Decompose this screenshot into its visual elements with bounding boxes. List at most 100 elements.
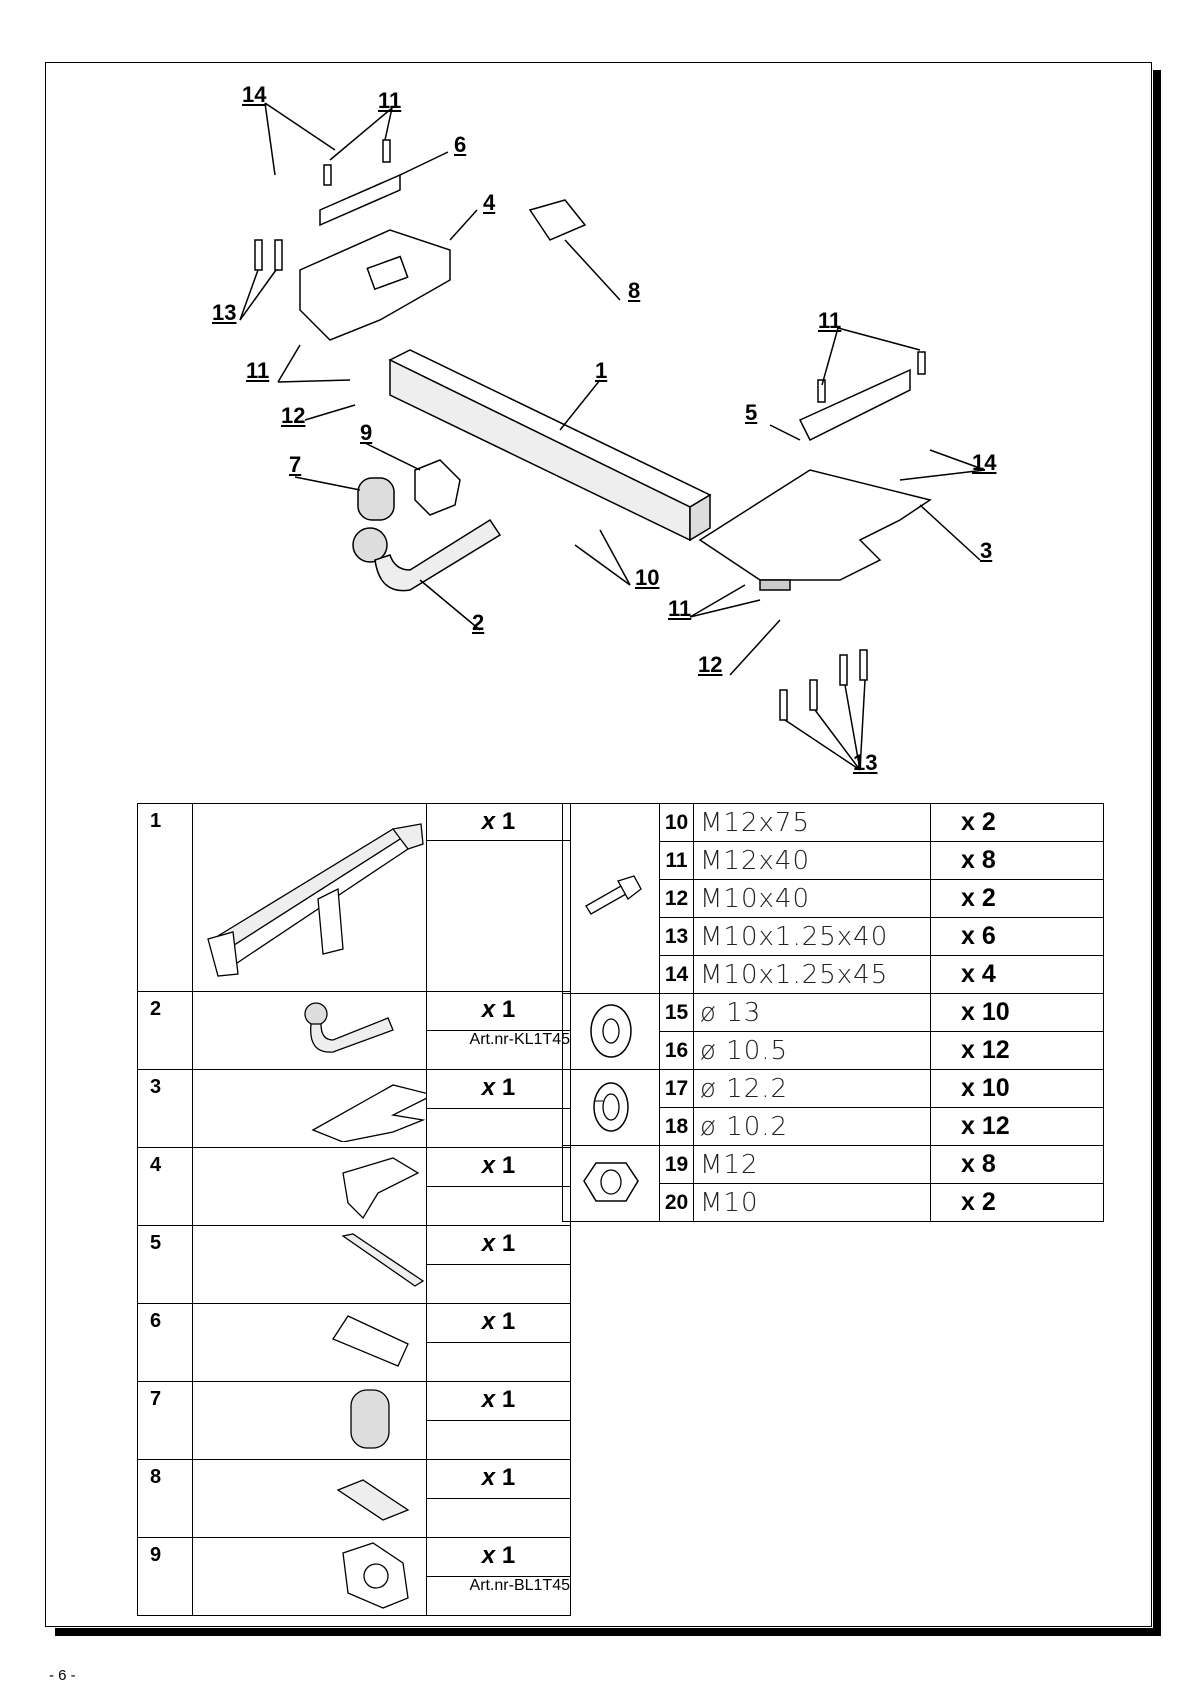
washer-icon-cell [562, 993, 660, 1070]
part-number: 8 [137, 1459, 193, 1538]
right-bracket-thumbnail [311, 1084, 435, 1143]
hardware-quantity: x 6 [930, 917, 1104, 956]
callout-2: 2 [472, 610, 485, 635]
parts-row: 6 x 1 [137, 1303, 571, 1382]
hardware-quantity: x 2 [930, 1183, 1104, 1222]
callout-12: 12 [698, 652, 723, 677]
socket-bracket-thumbnail [342, 1542, 409, 1609]
bolt-icon [585, 875, 642, 915]
part-image-cell [192, 1303, 427, 1382]
quantity-cell: x 1 [426, 1069, 571, 1109]
quantity-cell: x 1 [426, 802, 571, 842]
hardware-number: 19 [659, 1145, 694, 1184]
exploded-assembly-drawing [239, 102, 986, 771]
parts-row: 3 x 1 [137, 1069, 571, 1148]
hardware-quantity: x 8 [930, 841, 1104, 880]
callout-8: 8 [628, 278, 641, 303]
callout-12: 12 [281, 403, 306, 428]
quantity-cell: x 1 [426, 1303, 571, 1343]
left-plate-part [319, 173, 401, 227]
part-image-cell [192, 1459, 427, 1538]
hardware-number: 13 [659, 917, 694, 956]
spring-washer-icon [593, 1082, 629, 1132]
quantity-cell: x 1 [426, 1147, 571, 1187]
part-number: 2 [137, 991, 193, 1070]
tow-ball-part [352, 527, 388, 563]
washer-icon [590, 1004, 632, 1058]
callout-14: 14 [242, 82, 267, 107]
callout-3: 3 [980, 538, 993, 563]
nut-icon [583, 1162, 639, 1202]
bolt-icon-cell [562, 803, 660, 994]
hardware-size: M10x1.25x45 [693, 955, 931, 994]
hardware-size: M10x1.25x40 [693, 917, 931, 956]
hardware-quantity: x 4 [930, 955, 1104, 994]
crossbar-thumbnail [207, 823, 424, 977]
part-image-cell [192, 1069, 435, 1148]
part-number: 3 [137, 1069, 193, 1148]
hardware-size: ø 10.2 [693, 1107, 931, 1146]
callout-13: 13 [212, 300, 237, 325]
hardware-number: 11 [659, 841, 694, 880]
hardware-number: 15 [659, 993, 694, 1032]
hardware-size: M10x40 [693, 879, 931, 918]
hardware-number: 12 [659, 879, 694, 918]
frame-shadow-bottom [55, 1628, 1161, 1636]
callout-4: 4 [483, 190, 496, 215]
article-number: Art.nr-KL1T45 [426, 1030, 571, 1070]
hardware-number: 10 [659, 803, 694, 842]
tow-ball-thumbnail [304, 1002, 394, 1053]
hardware-size: ø 13 [693, 993, 931, 1032]
quantity-cell: x 1 [426, 1381, 571, 1421]
hardware-quantity: x 12 [930, 1031, 1104, 1070]
hardware-number: 14 [659, 955, 694, 994]
article-number: Art.nr-BL1T45 [426, 1576, 571, 1616]
right-mount-thumbnail [341, 1233, 425, 1287]
callout-11: 11 [378, 88, 402, 113]
part-image-cell [192, 991, 427, 1070]
part-number: 4 [137, 1147, 193, 1226]
plate-8-part [528, 199, 587, 241]
hardware-size: M12x75 [693, 803, 931, 842]
left-plate-thumbnail [332, 1315, 409, 1367]
hardware-quantity: x 8 [930, 1145, 1104, 1184]
part-image-cell [192, 1147, 427, 1226]
part-image-cell [192, 1537, 427, 1616]
callout-14: 14 [972, 450, 997, 475]
part-number: 1 [137, 803, 193, 992]
hardware-quantity: x 2 [930, 879, 1104, 918]
hardware-number: 18 [659, 1107, 694, 1146]
part-image-cell [192, 1225, 427, 1304]
part-number: 9 [137, 1537, 193, 1616]
parts-row: 2 x 1 [137, 991, 571, 1070]
quantity-cell: x 1 [426, 1459, 571, 1499]
quantity-cell: x 1 [426, 991, 571, 1031]
hardware-number: 17 [659, 1069, 694, 1108]
spring-washer-icon-cell [562, 1069, 660, 1146]
left-bracket-thumbnail [342, 1157, 420, 1220]
callout-7: 7 [289, 452, 302, 477]
right-bracket-part [698, 469, 932, 581]
parts-row: 9 x 1 [137, 1537, 571, 1616]
part-number: 6 [137, 1303, 193, 1382]
quantity-cell: x 1 [426, 1225, 571, 1265]
callout-11: 11 [668, 596, 692, 621]
frame-shadow-right [1153, 70, 1161, 1632]
part-number: 5 [137, 1225, 193, 1304]
hardware-size: M12 [693, 1145, 931, 1184]
callout-5: 5 [745, 400, 758, 425]
plate-thumbnail [336, 1479, 410, 1521]
parts-row: 5 x 1 [137, 1225, 571, 1304]
part-image-cell [192, 1381, 427, 1460]
hardware-size: M10 [693, 1183, 931, 1222]
hardware-number: 16 [659, 1031, 694, 1070]
hardware-quantity: x 10 [930, 993, 1104, 1032]
nut-icon-cell [562, 1145, 660, 1222]
part-image-cell [192, 803, 427, 992]
callout-9: 9 [360, 420, 373, 445]
hardware-number: 20 [659, 1183, 694, 1222]
callout-13: 13 [853, 750, 878, 775]
hardware-size: ø 12.2 [693, 1069, 931, 1108]
quantity-cell: x 1 [426, 1537, 571, 1577]
